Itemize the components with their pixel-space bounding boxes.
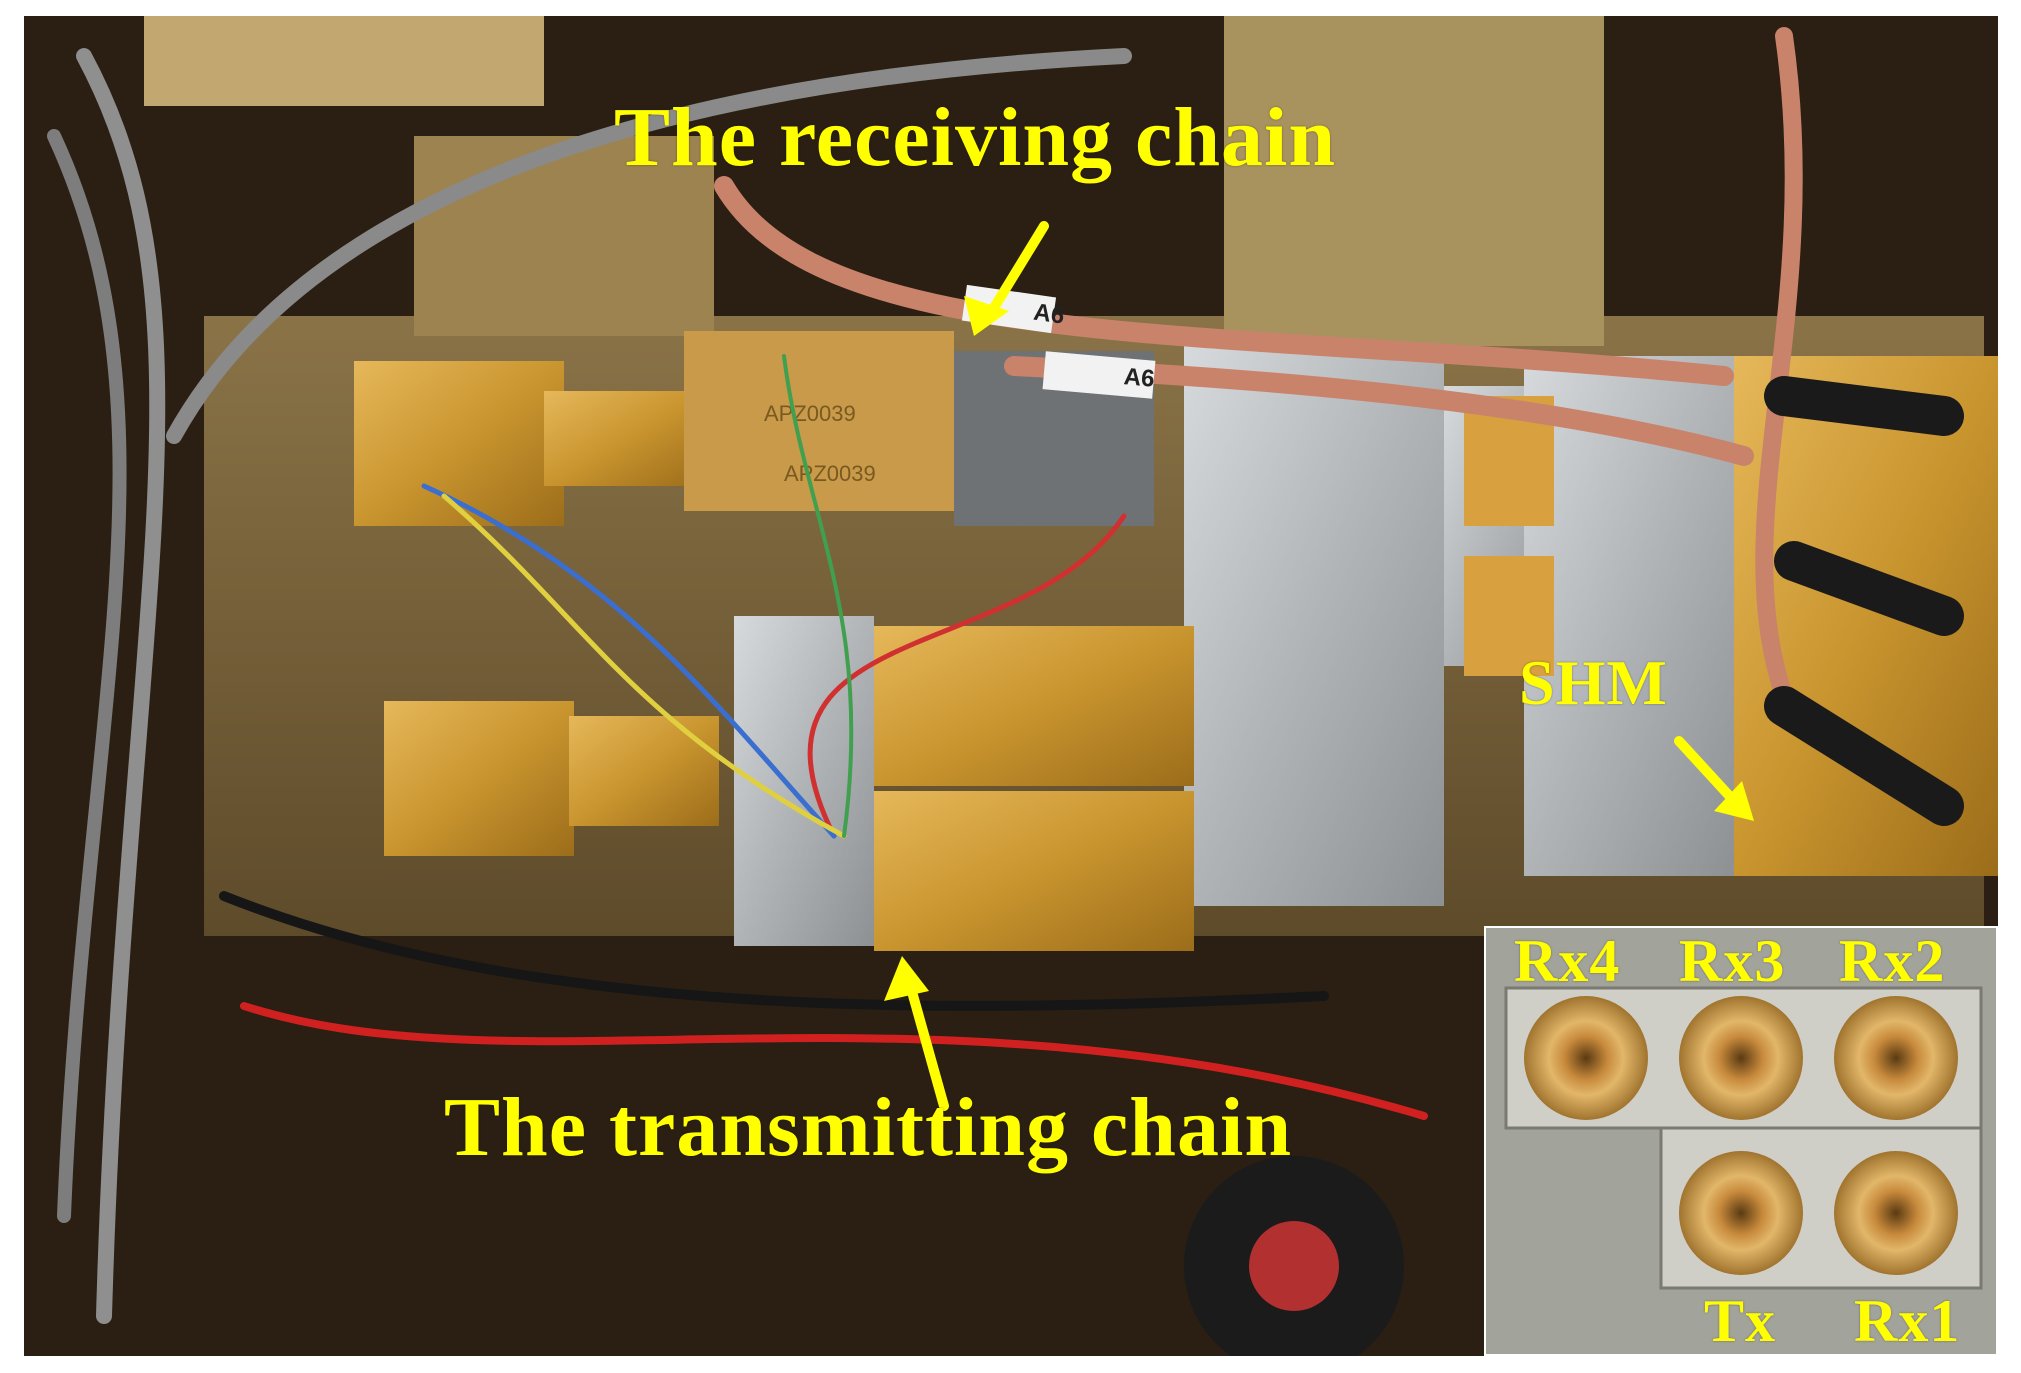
inset-photo bbox=[1486, 928, 1996, 1354]
cable-tag-2-text: A6 bbox=[1123, 363, 1156, 393]
port-label-tx: Tx bbox=[1704, 1288, 1777, 1354]
port-label-rx4: Rx4 bbox=[1514, 928, 1621, 994]
copper-cable-1 bbox=[714, 176, 1734, 386]
arrow-transmitting-head bbox=[884, 956, 929, 1001]
blue-wire-1 bbox=[421, 483, 837, 839]
waveguide-tx bbox=[569, 716, 719, 826]
shrink-tube-3 bbox=[1764, 686, 1964, 826]
cable-tag-2 bbox=[1042, 351, 1156, 399]
connector-gold-2 bbox=[1464, 556, 1554, 676]
receiving-chain-label: The receiving chain bbox=[614, 91, 1337, 184]
arrow-receiving-head bbox=[964, 296, 1009, 336]
amplifier-upper bbox=[874, 626, 1194, 786]
arrow-transmitting-shaft bbox=[904, 976, 949, 1111]
shrink-tube-1 bbox=[1764, 376, 1964, 436]
receiver-module bbox=[354, 361, 564, 526]
aluminum-block-left bbox=[1184, 346, 1444, 906]
flange-rx1 bbox=[1834, 1151, 1958, 1275]
flange-rx2 bbox=[1834, 996, 1958, 1120]
gray-cable-3 bbox=[166, 48, 1132, 444]
apz-block bbox=[684, 331, 954, 511]
amplifier-lower bbox=[874, 791, 1194, 951]
part-marking-1: APZ0039 bbox=[764, 401, 856, 426]
part-marking-2: APZ0039 bbox=[784, 461, 876, 486]
shm-label: SHM bbox=[1519, 647, 1668, 718]
fan-hub bbox=[1249, 1221, 1339, 1311]
transmitter-module bbox=[384, 701, 574, 856]
port-label-rx2: Rx2 bbox=[1839, 928, 1946, 994]
cable-tag-1-text: A6 bbox=[1032, 299, 1066, 330]
transmitting-chain-label: The transmitting chain bbox=[444, 1081, 1293, 1174]
right-heatsink bbox=[1224, 16, 1604, 346]
flange-rx4 bbox=[1524, 996, 1648, 1120]
photo: APZ0039 APZ0039 bbox=[24, 16, 1998, 1356]
port-label-rx3: Rx3 bbox=[1679, 928, 1786, 994]
top-heatsink bbox=[144, 16, 544, 106]
gray-cable-1 bbox=[76, 48, 166, 1324]
hardware-photo: APZ0039 APZ0039 bbox=[24, 16, 1998, 1356]
arrow-shm-shaft bbox=[1674, 736, 1739, 806]
port-label-rx1: Rx1 bbox=[1854, 1288, 1961, 1354]
flange-tx bbox=[1679, 1151, 1803, 1275]
shrink-tube-2 bbox=[1774, 541, 1964, 636]
black-wire-1 bbox=[219, 891, 1329, 1011]
port-inset bbox=[1484, 926, 1998, 1356]
rear-block bbox=[414, 136, 714, 336]
flange-rx3 bbox=[1679, 996, 1803, 1120]
arrow-receiving-shaft bbox=[984, 221, 1049, 321]
gray-cable-2 bbox=[47, 129, 127, 1223]
red-wire-2 bbox=[807, 513, 1127, 839]
red-wire-1 bbox=[240, 1002, 1428, 1120]
arrow-shm-head bbox=[1714, 781, 1754, 821]
green-wire-1 bbox=[782, 354, 854, 838]
port-flanges bbox=[1524, 996, 1958, 1275]
waveguide-rx bbox=[544, 391, 704, 486]
yellow-wire-1 bbox=[441, 493, 847, 839]
